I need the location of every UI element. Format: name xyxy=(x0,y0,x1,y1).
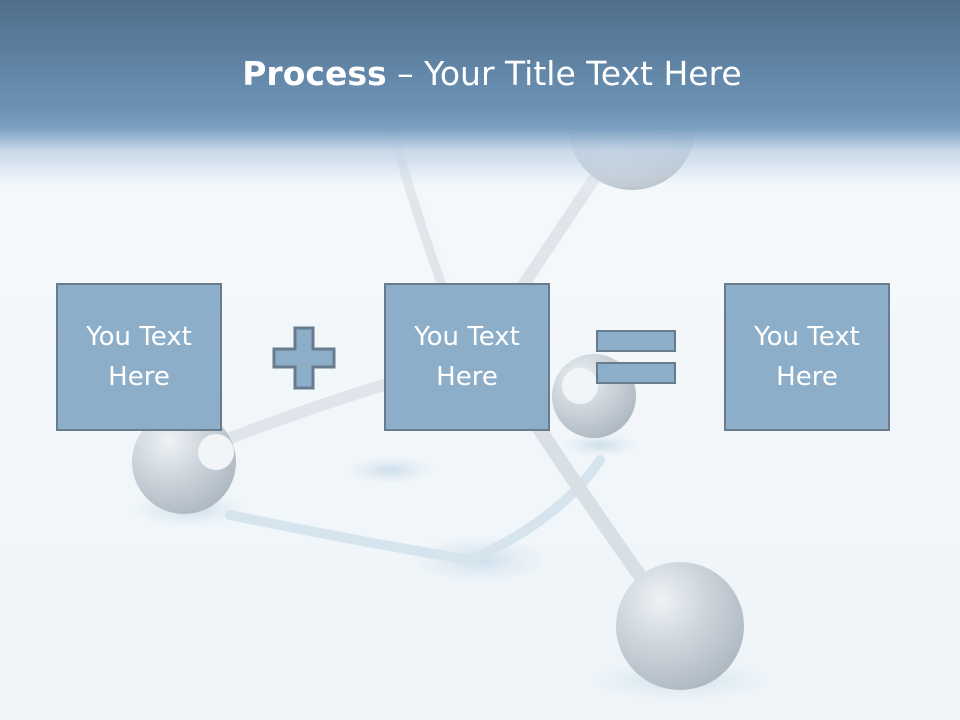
title-bold: Process xyxy=(242,54,387,93)
header-band xyxy=(0,0,960,200)
plus-icon xyxy=(272,326,336,390)
text-box-2-line2: Here xyxy=(436,362,498,392)
text-box-3-line1: You Text xyxy=(754,322,860,352)
text-box-1-line2: Here xyxy=(108,362,170,392)
title-rest: – Your Title Text Here xyxy=(386,54,742,93)
text-box-3-line2: Here xyxy=(776,362,838,392)
text-box-1[interactable]: You Text Here xyxy=(56,283,222,431)
slide-title: Process – Your Title Text Here xyxy=(0,52,960,96)
equals-bar-top xyxy=(596,330,676,352)
text-box-2-line1: You Text xyxy=(414,322,520,352)
equals-bar-bottom xyxy=(596,362,676,384)
equals-icon xyxy=(596,330,676,384)
text-box-3[interactable]: You Text Here xyxy=(724,283,890,431)
text-box-2[interactable]: You Text Here xyxy=(384,283,550,431)
text-box-1-line1: You Text xyxy=(86,322,192,352)
